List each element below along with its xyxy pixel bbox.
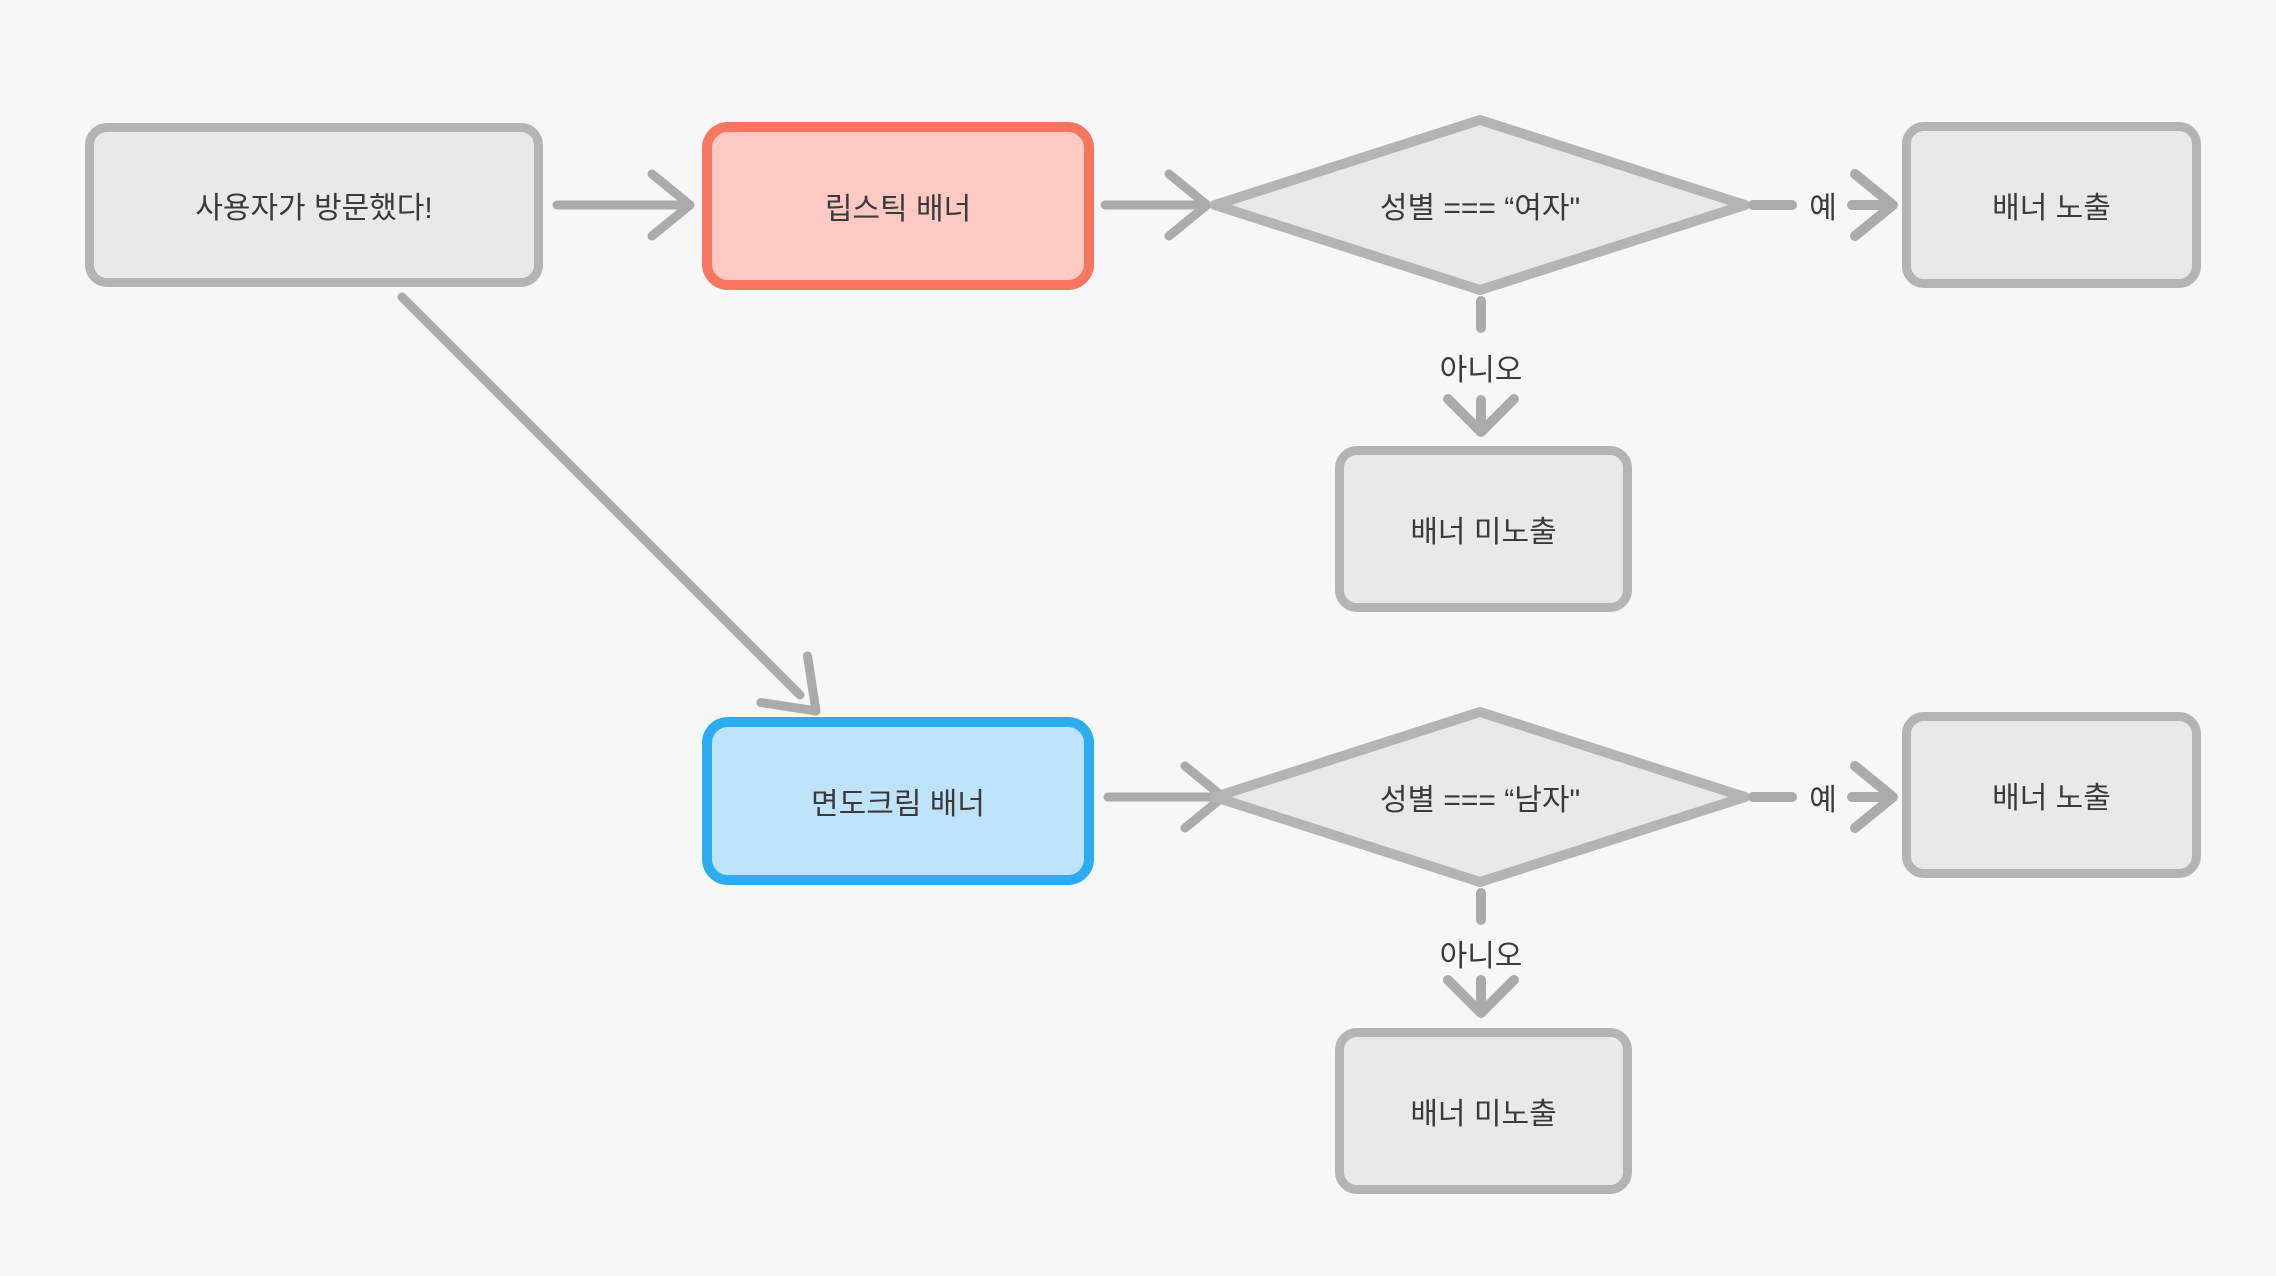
flow-node-label: 사용자가 방문했다! [195, 192, 433, 225]
flow-node-banner-hide-top: 배너 미노출 [1335, 446, 1632, 612]
decision-diamond-male [1210, 707, 1750, 887]
edge-male-no [1443, 888, 1519, 1018]
edge-label-text: 예 [1809, 784, 1837, 817]
flow-node-label: 배너 노출 [1992, 782, 2111, 815]
arrowhead [1850, 169, 1898, 241]
edge-start-to-shaving [397, 292, 821, 716]
connector-line [397, 292, 805, 700]
flow-node-lipstick-banner: 립스틱 배너 [702, 122, 1094, 290]
edge-label-text: 예 [1809, 192, 1837, 225]
edge-shaving-to-decision [1103, 761, 1228, 833]
flow-node-label: 배너 미노출 [1410, 516, 1557, 549]
flow-node-label: 면도크림 배너 [811, 788, 985, 821]
flow-node-label: 배너 미노출 [1410, 1098, 1557, 1131]
flow-node-start: 사용자가 방문했다! [85, 123, 543, 287]
decision-condition-text: 성별 === “여자" [1379, 192, 1581, 225]
decision-diamond-female [1210, 115, 1750, 295]
flow-node-label: 립스틱 배너 [824, 193, 972, 226]
arrowhead [647, 169, 695, 241]
flow-node-label: 배너 노출 [1992, 192, 2111, 225]
edge-label-yes-top: 예 [1795, 183, 1851, 227]
edge-label-no-bottom: 아니오 [1406, 931, 1556, 975]
edge-female-no [1443, 296, 1519, 437]
arrowhead [1443, 394, 1519, 437]
flow-node-banner-show-bottom: 배너 노출 [1902, 712, 2201, 878]
edge-lipstick-to-decision [1100, 169, 1212, 241]
arrowhead [1850, 761, 1898, 833]
edge-female-yes [1748, 169, 1898, 241]
edge-label-yes-bottom: 예 [1795, 775, 1851, 819]
edge-start-to-lipstick [552, 169, 695, 241]
edge-label-no-top: 아니오 [1406, 345, 1556, 389]
edge-label-text: 아니오 [1439, 940, 1523, 973]
arrowhead [756, 651, 821, 716]
edge-label-text: 아니오 [1439, 354, 1523, 387]
flow-node-banner-show-top: 배너 노출 [1902, 122, 2201, 288]
decision-male-label: 성별 === “남자" [1240, 712, 1720, 882]
decision-female-label: 성별 === “여자" [1240, 120, 1720, 290]
arrowhead [1164, 169, 1212, 241]
decision-condition-text: 성별 === “남자" [1379, 784, 1581, 817]
flow-node-shaving-banner: 면도크림 배너 [702, 717, 1094, 885]
arrowhead [1443, 975, 1519, 1018]
edge-male-yes [1748, 761, 1898, 833]
flow-node-banner-hide-bottom: 배너 미노출 [1335, 1028, 1632, 1194]
